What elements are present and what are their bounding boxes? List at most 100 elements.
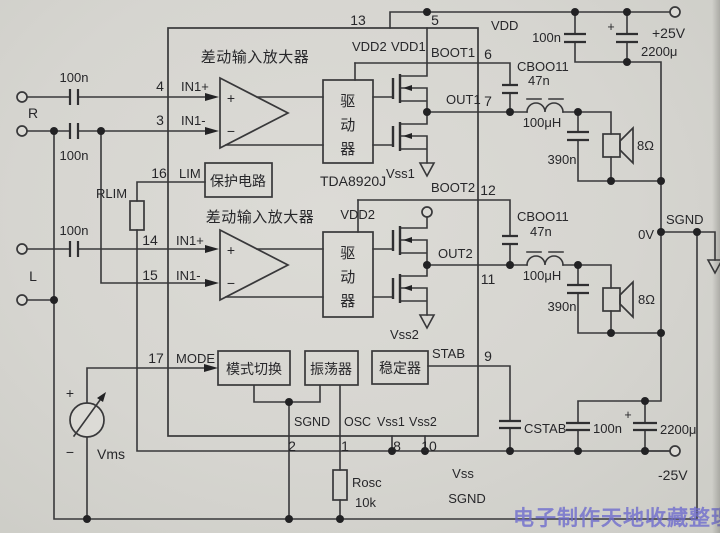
vms-plus: +	[66, 385, 74, 401]
pin-num: 2	[288, 438, 296, 454]
inductor-value: 100μH	[523, 268, 562, 283]
rosc-value: 10k	[355, 495, 376, 510]
pin-name: BOOT2	[431, 180, 475, 195]
opamp1-icon	[219, 76, 290, 150]
cap-value: 47n	[530, 224, 552, 239]
cap-value: 2200μ	[641, 44, 677, 59]
cap-value: 2200μ	[660, 422, 696, 437]
terminal-r-bottom	[16, 125, 28, 137]
plus-sign: +	[227, 90, 235, 106]
mode-block-label: 模式切换	[226, 361, 282, 377]
pin-num: 5	[431, 12, 439, 28]
pin-num: 8	[393, 438, 401, 454]
pin-num: 15	[142, 267, 158, 283]
driver2-label: 驱	[340, 245, 356, 262]
label-r: R	[28, 105, 38, 121]
osc-block-box	[304, 350, 359, 386]
terminal-plus25v	[669, 6, 681, 18]
protect-block-box	[204, 162, 273, 198]
cap-value: 100n	[60, 223, 89, 238]
cap-value: 100n	[60, 70, 89, 85]
pin-name: IN1-	[176, 268, 201, 283]
inductor-l2-icon	[526, 251, 564, 266]
plus25v-label: +25V	[652, 25, 686, 41]
pin-name: LIM	[179, 166, 201, 181]
osc-block-label: 振荡器	[310, 361, 352, 377]
pin-num: 16	[151, 165, 167, 181]
driver1-label: 动	[340, 117, 356, 134]
vms-label: Vms	[97, 446, 125, 462]
minus25v-label: -25V	[658, 467, 688, 483]
rosc-label: Rosc	[352, 475, 382, 490]
watermark-text: 电子制作天地收藏整理	[513, 506, 720, 530]
pin-name: Vss2	[409, 415, 437, 429]
pin-num: 7	[484, 93, 492, 109]
speaker1-icon	[602, 125, 634, 166]
terminal-l-top	[16, 243, 28, 255]
pin-name: IN1-	[181, 113, 206, 128]
vms-source-icon	[69, 392, 106, 438]
amp1-title: 差动输入放大器	[201, 49, 310, 66]
capacitor-plates	[68, 32, 657, 432]
inductor-value: 100μH	[523, 115, 562, 130]
pin-num: 14	[142, 232, 158, 248]
zero-volt-label: 0V	[638, 227, 654, 242]
ground-icon-sgnd	[706, 259, 720, 275]
minus-sign: −	[227, 123, 235, 139]
pin-name: VDD2	[352, 39, 387, 54]
vss2-label: Vss2	[390, 327, 419, 342]
cstab-label: CSTAB	[524, 421, 566, 436]
cap-value: 47n	[528, 73, 550, 88]
driver1-label: 器	[340, 141, 356, 158]
pin-name: STAB	[432, 346, 465, 361]
pin-name: SGND	[294, 415, 330, 429]
terminal-minus25v	[669, 445, 681, 457]
vss-label: Vss	[452, 466, 474, 481]
pin-num: 4	[156, 78, 164, 94]
vss1-label: Vss1	[386, 166, 415, 181]
pin-num: 12	[480, 182, 496, 198]
pin-name: OUT1	[446, 92, 481, 107]
ic-outline	[167, 27, 479, 437]
wires	[26, 11, 716, 520]
polarity-plus: +	[607, 20, 614, 34]
pin-name: OSC	[344, 415, 371, 429]
pin-num: 17	[148, 350, 164, 366]
driver2-label: 器	[340, 293, 356, 310]
polarity-plus: +	[624, 408, 631, 422]
vdd2-internal-label: VDD2	[340, 207, 375, 222]
vdd-rail-label: VDD	[491, 18, 518, 33]
cap-value: 100n	[593, 421, 622, 436]
ground-icon-vss2	[418, 314, 436, 330]
stab-block-box	[371, 350, 429, 385]
minus-sign: −	[227, 275, 235, 291]
mosfet-icons	[391, 74, 412, 303]
pin-name: OUT2	[438, 246, 473, 261]
pin-name: VDD1	[391, 39, 426, 54]
terminal-vdd2-internal	[421, 206, 433, 218]
pin-num: 10	[421, 438, 437, 454]
inductor-l1-icon	[526, 98, 564, 113]
signal-arrows	[204, 93, 219, 372]
cap-name: CBOO11	[517, 209, 569, 224]
label-rlim: RLIM	[96, 186, 127, 201]
ic-part-number: TDA8920J	[320, 173, 386, 189]
cap-value: 100n	[60, 148, 89, 163]
pin-num: 13	[350, 12, 366, 28]
ground-icon-vss1	[418, 162, 436, 178]
cap-value: 100n	[532, 30, 561, 45]
pin-num: 9	[484, 348, 492, 364]
sgnd-label: SGND	[666, 212, 704, 227]
opamp2-icon	[219, 228, 290, 302]
pin-num: 1	[341, 438, 349, 454]
pin-name: IN1+	[176, 233, 204, 248]
vms-minus: −	[66, 444, 74, 460]
speaker-value: 8Ω	[637, 138, 654, 153]
protect-block-label: 保护电路	[210, 173, 266, 189]
pin-name: BOOT1	[431, 45, 475, 60]
amp2-title: 差动输入放大器	[206, 209, 315, 226]
driver1-label: 驱	[340, 93, 356, 110]
speaker-value: 8Ω	[638, 292, 655, 307]
pin-num: 6	[484, 46, 492, 62]
